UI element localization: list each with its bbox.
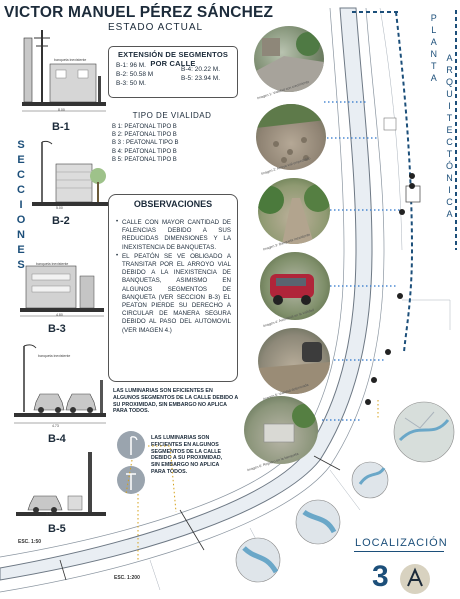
section-b5-label: B-5 <box>48 523 66 535</box>
section-b5-drawing <box>16 452 106 516</box>
photo-6[interactable] <box>244 396 318 464</box>
segments-right: B-4: 20.22 M. B-5: 23.94 M. <box>181 66 221 82</box>
page-number: 3 <box>372 560 389 593</box>
luminaria-icon-circle-1 <box>117 431 145 459</box>
section-b1-label: B-1 <box>52 121 70 133</box>
section-b1-drawing <box>22 30 106 112</box>
section-b3-label: B-3 <box>48 323 66 335</box>
localizacion-underline <box>354 551 444 552</box>
street-lamp-icon <box>130 436 138 455</box>
vialidad-list: B 1: PEATONAL TIPO B B 2: PEATONAL TIPO … <box>112 124 179 163</box>
observaciones-box: OBSERVACIONES •CALLE CON MAYOR CANTIDAD … <box>108 194 238 382</box>
vialidad-title: TIPO DE VIALIDAD <box>132 111 212 120</box>
page-subtitle: ESTADO ACTUAL <box>108 22 204 33</box>
segments-left: B-1: 96 M. B-2: 50.58 M B-3: 50 M. <box>116 62 154 87</box>
section-b4-drawing <box>14 344 106 424</box>
b3-dim: 4.80 <box>56 313 63 317</box>
section-b4-label: B-4 <box>48 433 66 445</box>
street-lamp-icon <box>126 473 136 490</box>
luminarias-note-1: LAS LUMINARIAS SON EFICIENTES EN ALGUNOS… <box>113 388 238 415</box>
luminarias-note-2: LAS LUMINARIAS SON EFICIENTES EN ALGUNOS… <box>151 435 223 475</box>
observacion-1: CALLE CON MAYOR CANTIDAD DE FALENCIAS DE… <box>122 219 231 251</box>
luminaria-icon-circle-2 <box>117 466 145 494</box>
segments-title: EXTENSIÓN DE SEGMENTOS POR CALLE <box>117 50 229 68</box>
page-title: VICTOR MANUEL PÉREZ SÁNCHEZ <box>4 4 274 21</box>
b1-drawing-label: banqueta inexistente <box>54 58 87 62</box>
photo-4[interactable] <box>260 252 330 320</box>
photo-5[interactable] <box>258 328 330 394</box>
b2-dim: 5.00 <box>56 206 63 210</box>
b4-dim: 4.73 <box>52 424 59 428</box>
section-b2-drawing <box>32 140 108 206</box>
photo-1[interactable] <box>254 26 324 92</box>
scale-plan: ESC. 1:200 <box>114 575 140 581</box>
localizacion-label: LOCALIZACIÓN <box>355 537 448 549</box>
b5-dim: 5.00 <box>46 512 53 516</box>
observacion-2: EL PEATÓN SE VE OBLIGADO A TRANSITAR POR… <box>122 252 231 334</box>
logo-icon <box>400 564 430 594</box>
b4-drawing-label: banqueta inexistente <box>38 354 71 358</box>
photo-2[interactable] <box>256 104 326 170</box>
observaciones-body: •CALLE CON MAYOR CANTIDAD DE FALENCIAS D… <box>116 219 231 334</box>
section-b3-drawing <box>20 265 104 317</box>
segments-box: EXTENSIÓN DE SEGMENTOS POR CALLE B-1: 96… <box>108 46 238 98</box>
location-map <box>235 401 455 583</box>
b1-dim: 8.00 <box>58 108 65 112</box>
observaciones-title: OBSERVACIONES <box>133 199 213 209</box>
section-b2-label: B-2 <box>52 215 70 227</box>
b3-drawing-label: banqueta inexistente <box>36 262 69 266</box>
scale-sections: ESC. 1:50 <box>18 539 42 545</box>
photo-3[interactable] <box>258 178 330 244</box>
